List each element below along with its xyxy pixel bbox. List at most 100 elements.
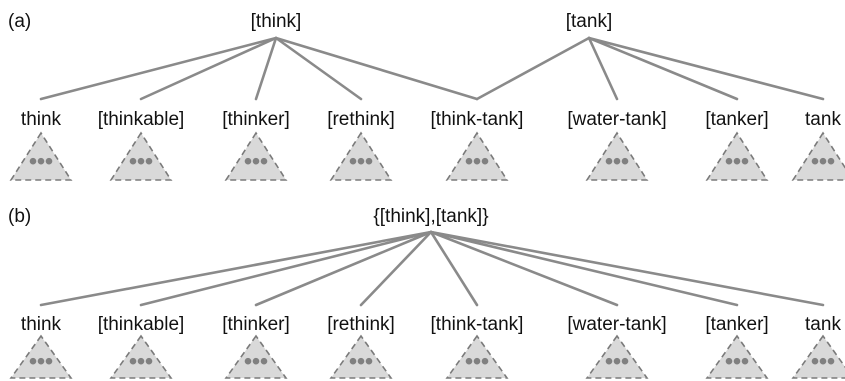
ellipsis-dot-icon xyxy=(145,357,153,365)
ellipsis-dot-icon xyxy=(621,357,629,365)
subtree-triangle-icon xyxy=(585,131,649,181)
panel-a-label: (a) xyxy=(8,11,31,32)
subtree-triangle-icon xyxy=(9,131,73,181)
ellipsis-dot-icon xyxy=(725,357,733,365)
leaf-label: [water-tank] xyxy=(567,109,666,130)
ellipsis-dot-icon xyxy=(260,157,268,165)
edge-b-root0-leaf3 xyxy=(359,230,433,307)
panel-a-leaves: think[thinkable][thinker][rethink][think… xyxy=(9,109,845,181)
subtree-triangle-icon xyxy=(109,334,173,379)
leaf-node: [water-tank] xyxy=(567,109,667,181)
ellipsis-dot-icon xyxy=(349,357,357,365)
leaf-node: [rethink] xyxy=(327,109,395,181)
leaf-label: think xyxy=(21,314,62,335)
root-node-tank: [tank] xyxy=(566,11,612,32)
leaf-node: [water-tank] xyxy=(567,314,667,379)
ellipsis-dot-icon xyxy=(357,357,365,365)
subtree-triangle-icon xyxy=(329,131,393,181)
subtree-triangle-icon xyxy=(224,131,288,181)
edge-b-root0-leaf0 xyxy=(39,230,433,307)
leaf-node: [think-tank] xyxy=(431,314,524,379)
leaf-node: [thinker] xyxy=(222,109,290,181)
ellipsis-dot-icon xyxy=(244,357,252,365)
leaf-label: tank xyxy=(805,314,841,335)
ellipsis-dot-icon xyxy=(481,357,489,365)
leaf-node: [thinker] xyxy=(222,314,290,379)
ellipsis-dot-icon xyxy=(45,357,53,365)
edge-a-root0-leaf0 xyxy=(39,36,278,101)
edge-a-root0-leaf4 xyxy=(274,36,479,101)
ellipsis-dot-icon xyxy=(827,157,835,165)
ellipsis-dot-icon xyxy=(473,357,481,365)
ellipsis-dot-icon xyxy=(29,157,37,165)
ellipsis-dot-icon xyxy=(252,157,260,165)
leaf-label: [think-tank] xyxy=(431,314,524,335)
ellipsis-dot-icon xyxy=(137,157,145,165)
ellipsis-dot-icon xyxy=(37,357,45,365)
ellipsis-dot-icon xyxy=(605,357,613,365)
ellipsis-dot-icon xyxy=(811,157,819,165)
subtree-triangle-icon xyxy=(9,334,73,379)
panel-b: (b) {[think],[tank]} think [thinkable] [th… xyxy=(8,206,845,379)
subtree-triangle-icon xyxy=(224,334,288,379)
leaf-node: [tanker] xyxy=(705,109,769,181)
edge-a-root1-leaf6 xyxy=(587,36,739,101)
ellipsis-dot-icon xyxy=(733,157,741,165)
root-node-think-tank-set: {[think],[tank]} xyxy=(373,206,488,227)
ellipsis-dot-icon xyxy=(465,157,473,165)
leaf-label: [think-tank] xyxy=(431,109,524,130)
ellipsis-dot-icon xyxy=(481,157,489,165)
root-node-think: [think] xyxy=(251,11,302,32)
ellipsis-dot-icon xyxy=(349,157,357,165)
leaf-label: [thinker] xyxy=(222,314,290,335)
leaf-node: [thinkable] xyxy=(98,314,184,379)
subtree-triangle-icon xyxy=(585,334,649,379)
edge-b-root0-leaf2 xyxy=(254,230,433,307)
ellipsis-dot-icon xyxy=(244,157,252,165)
leaf-node: [rethink] xyxy=(327,314,395,379)
edge-b-root0-leaf7 xyxy=(429,230,825,307)
edge-b-root0-leaf4 xyxy=(429,230,479,307)
leaf-node: tank xyxy=(791,109,845,181)
ellipsis-dot-icon xyxy=(365,157,373,165)
panel-b-label: (b) xyxy=(8,206,31,227)
leaf-label: [water-tank] xyxy=(567,314,666,335)
ellipsis-dot-icon xyxy=(613,357,621,365)
ellipsis-dot-icon xyxy=(145,157,153,165)
ellipsis-dot-icon xyxy=(605,157,613,165)
subtree-triangle-icon xyxy=(791,334,845,379)
edge-a-root1-leaf7 xyxy=(587,36,825,101)
leaf-label: [thinker] xyxy=(222,109,290,130)
edge-b-root0-leaf1 xyxy=(139,230,433,307)
ellipsis-dot-icon xyxy=(811,357,819,365)
ellipsis-dot-icon xyxy=(725,157,733,165)
ellipsis-dot-icon xyxy=(37,157,45,165)
edge-b-root0-leaf5 xyxy=(429,230,619,307)
leaf-label: [rethink] xyxy=(327,109,395,130)
leaf-label: [thinkable] xyxy=(98,109,185,130)
leaf-node: tank xyxy=(791,314,845,379)
panel-a: (a) [think] [tank] think[thinkable][thin… xyxy=(8,11,845,181)
edge-a-root1-leaf4 xyxy=(475,36,591,101)
subtree-triangle-icon xyxy=(329,334,393,379)
leaf-node: [tanker] xyxy=(705,314,769,379)
ellipsis-dot-icon xyxy=(741,357,749,365)
ellipsis-dot-icon xyxy=(29,357,37,365)
edge-a-root0-leaf2 xyxy=(254,36,278,101)
ellipsis-dot-icon xyxy=(473,157,481,165)
ellipsis-dot-icon xyxy=(137,357,145,365)
edge-a-root0-leaf1 xyxy=(139,36,278,101)
leaf-label: [tanker] xyxy=(705,109,768,130)
leaf-label: [tanker] xyxy=(705,314,768,335)
ellipsis-dot-icon xyxy=(613,157,621,165)
leaf-label: [rethink] xyxy=(327,314,395,335)
edge-b-root0-leaf6 xyxy=(429,230,739,307)
ellipsis-dot-icon xyxy=(733,357,741,365)
leaf-node: [thinkable] xyxy=(98,109,185,181)
leaf-node: [think-tank] xyxy=(431,109,524,181)
leaf-node: think xyxy=(9,314,73,379)
ellipsis-dot-icon xyxy=(129,357,137,365)
subtree-triangle-icon xyxy=(705,334,769,379)
ellipsis-dot-icon xyxy=(621,157,629,165)
ellipsis-dot-icon xyxy=(819,357,827,365)
